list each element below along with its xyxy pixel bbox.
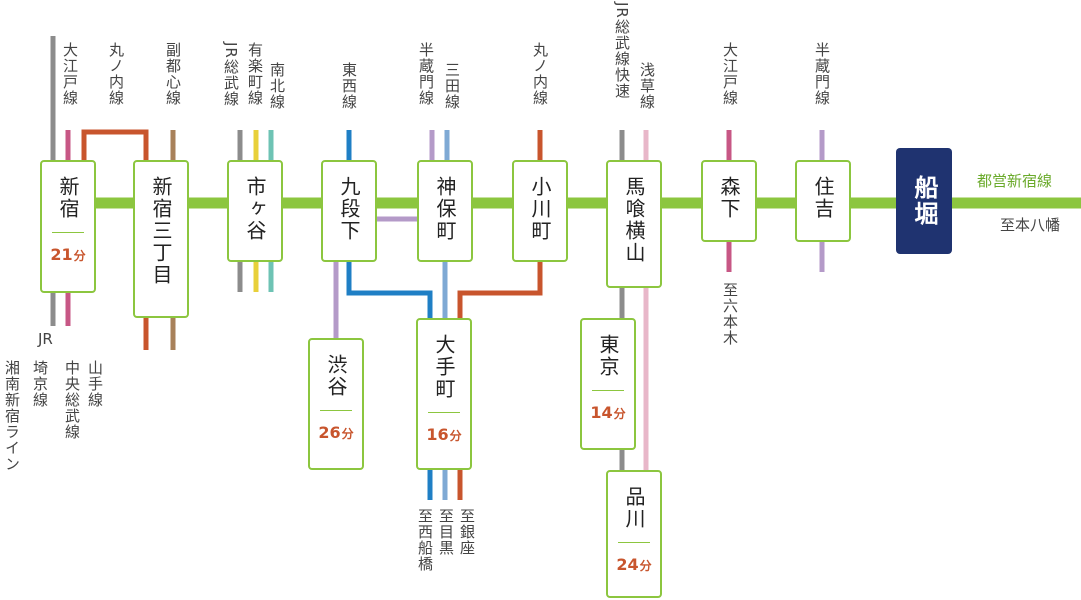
station-name: 九段下	[337, 176, 361, 242]
marunouchi-line-to-otemachi	[457, 260, 543, 320]
line-label: 半蔵門線	[813, 42, 831, 106]
destination-funabori[interactable]: 船堀	[896, 148, 952, 254]
jr-label: JR	[38, 330, 53, 348]
line-label: JR総武線快速	[613, 2, 631, 99]
line-label: 南北線	[268, 62, 286, 110]
station-ichigaya[interactable]: 市ヶ谷	[227, 160, 283, 262]
station-shinagawa[interactable]: 品川 24分	[606, 470, 662, 598]
line-label: 半蔵門線	[417, 42, 435, 106]
station-shinjuku[interactable]: 新宿 21分	[40, 160, 96, 293]
station-name: 住吉	[811, 176, 835, 220]
station-name: 大手町	[432, 334, 456, 400]
station-bakuro-yokoyama[interactable]: 馬喰横山	[606, 160, 662, 288]
station-tokyo[interactable]: 東京 14分	[580, 318, 636, 450]
station-jimbocho[interactable]: 神保町	[417, 160, 473, 262]
station-name: 東京	[596, 334, 620, 378]
line-label: 浅草線	[638, 62, 656, 110]
station-kudanshita[interactable]: 九段下	[321, 160, 377, 262]
station-sumiyoshi[interactable]: 住吉	[795, 160, 851, 242]
travel-time: 24分	[616, 555, 652, 574]
station-name: 新宿三丁目	[149, 176, 173, 286]
line-label: JR総武線	[222, 42, 240, 107]
line-label: 埼京線	[31, 360, 49, 408]
tozai-line-to-otemachi	[346, 260, 433, 320]
line-label: 湘南新宿ライン	[3, 360, 21, 472]
line-label: 中央総武線	[63, 360, 81, 440]
divider	[592, 390, 624, 391]
destination-name: 船堀	[910, 175, 938, 227]
travel-time: 14分	[590, 403, 626, 422]
line-label: 大江戸線	[61, 42, 79, 106]
marunouchi-link-shinjuku	[81, 129, 149, 165]
divider	[320, 410, 352, 411]
line-label: 丸ノ内線	[107, 42, 125, 106]
station-shinjuku-sanchome[interactable]: 新宿三丁目	[133, 160, 189, 318]
station-name: 市ヶ谷	[243, 176, 267, 242]
station-name: 小川町	[528, 176, 552, 242]
station-ogawamachi[interactable]: 小川町	[512, 160, 568, 262]
travel-time: 21分	[50, 245, 86, 264]
line-label: 大江戸線	[721, 42, 739, 106]
line-label: 有楽町線	[246, 42, 264, 106]
line-label: 東西線	[340, 62, 358, 110]
station-morishita[interactable]: 森下	[701, 160, 757, 242]
divider	[428, 412, 460, 413]
line-name-label: 都営新宿線	[977, 172, 1053, 190]
direction-label: 至目黒	[437, 508, 455, 556]
divider	[52, 232, 84, 233]
direction-label: 至六本木	[721, 282, 739, 346]
travel-time: 26分	[318, 423, 354, 442]
station-name: 新宿	[56, 176, 80, 220]
line-label: 三田線	[443, 62, 461, 110]
line-label: 副都心線	[164, 42, 182, 106]
line-label: 山手線	[86, 360, 104, 408]
station-name: 森下	[717, 176, 741, 220]
station-shibuya[interactable]: 渋谷 26分	[308, 338, 364, 470]
station-name: 品川	[622, 486, 646, 530]
direction-label: 至西船橋	[416, 508, 434, 572]
line-label: 丸ノ内線	[531, 42, 549, 106]
divider	[618, 542, 650, 543]
station-name: 渋谷	[324, 354, 348, 398]
travel-time: 16分	[426, 425, 462, 444]
direction-label: 至銀座	[458, 508, 476, 556]
station-name: 馬喰横山	[622, 176, 646, 264]
station-name: 神保町	[433, 176, 457, 242]
direction-label: 至本八幡	[1000, 216, 1061, 234]
station-otemachi[interactable]: 大手町 16分	[416, 318, 472, 470]
